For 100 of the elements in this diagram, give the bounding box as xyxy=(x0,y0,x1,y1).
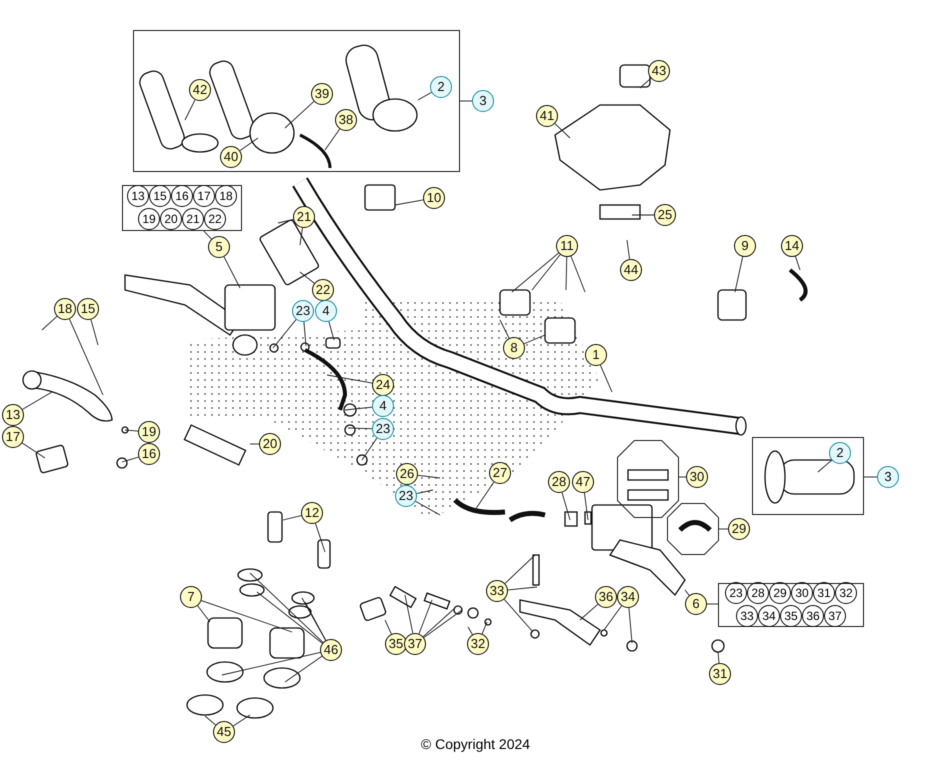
leader-line xyxy=(566,256,568,290)
leader-line xyxy=(416,490,434,494)
callout-number: 28 xyxy=(747,582,769,604)
leader-line xyxy=(284,101,314,128)
leader-line xyxy=(394,200,424,206)
inset-frame xyxy=(617,440,679,518)
leader-line xyxy=(818,460,832,472)
leader-line xyxy=(562,492,570,520)
leader-line xyxy=(42,316,58,330)
leader-line xyxy=(504,598,534,632)
callout-number: 6 xyxy=(685,593,707,615)
leader-line xyxy=(554,123,570,138)
leader-line xyxy=(300,272,315,284)
leader-line xyxy=(384,620,392,634)
callout-number: 44 xyxy=(620,259,642,281)
callout-number: 36 xyxy=(802,605,824,627)
leader-line xyxy=(184,99,196,120)
leader-line xyxy=(640,78,652,88)
callout-number: 17 xyxy=(193,185,215,207)
leader-line xyxy=(232,714,250,726)
callout-number: 23 xyxy=(725,582,747,604)
leader-line xyxy=(423,610,462,638)
leader-line xyxy=(524,334,546,344)
leader-line xyxy=(224,256,240,288)
callout-number: 46 xyxy=(320,639,342,661)
leader-line xyxy=(418,600,432,634)
leader-line xyxy=(508,586,538,590)
leader-line xyxy=(22,392,52,410)
leader-line xyxy=(504,554,536,584)
callout-number: 30 xyxy=(686,466,708,488)
leader-line xyxy=(580,604,598,620)
leader-line xyxy=(795,256,800,270)
leader-line xyxy=(272,319,297,348)
callout-number: 45 xyxy=(213,721,235,743)
leader-line xyxy=(304,602,326,641)
leader-line xyxy=(22,442,46,458)
callout-number: 37 xyxy=(824,605,846,627)
leader-line xyxy=(240,138,258,152)
callout-number: 29 xyxy=(769,582,791,604)
leader-line xyxy=(626,240,630,260)
leader-line xyxy=(256,592,323,644)
callout-number: 32 xyxy=(467,633,489,655)
leader-line xyxy=(302,598,326,641)
callout-number: 22 xyxy=(312,279,334,301)
callout-number: 28 xyxy=(548,471,570,493)
leader-line xyxy=(69,318,104,396)
leader-line xyxy=(417,474,440,478)
leader-line xyxy=(468,626,473,635)
parts-kit-box xyxy=(122,185,242,231)
callout-number: 30 xyxy=(791,582,813,604)
callout-number: 25 xyxy=(654,204,676,226)
leader-line xyxy=(304,322,306,346)
callout-number: 15 xyxy=(77,298,99,320)
callout-number: 17 xyxy=(2,426,24,448)
leader-line xyxy=(632,214,654,216)
leader-line xyxy=(300,227,303,246)
parts-kit-box xyxy=(718,583,864,627)
leader-line xyxy=(604,605,622,630)
inset-frame xyxy=(133,30,460,172)
callout-number: 3 xyxy=(877,466,899,488)
leader-line xyxy=(282,515,302,520)
leader-line xyxy=(204,716,216,726)
leader-line xyxy=(90,319,98,346)
copyright-note: © Copyright 2024 xyxy=(420,736,530,752)
callout-number: 5 xyxy=(208,236,230,258)
callout-number: 11 xyxy=(556,235,578,257)
leader-line xyxy=(482,622,488,634)
callout-number: 21 xyxy=(293,206,315,228)
callout-number: 32 xyxy=(835,582,857,604)
callout-number: 3 xyxy=(472,90,494,112)
callout-number: 15 xyxy=(149,185,171,207)
leader-line xyxy=(718,652,720,664)
callout-number: 34 xyxy=(758,605,780,627)
callout-number: 14 xyxy=(781,235,803,257)
leader-line xyxy=(250,572,324,643)
callout-number: 4 xyxy=(315,300,337,322)
callout-number: 37 xyxy=(404,633,426,655)
leader-line xyxy=(197,605,210,622)
callout-number: 29 xyxy=(728,518,750,540)
callout-number: 13 xyxy=(2,404,24,426)
leader-line xyxy=(718,528,728,530)
callout-number: 35 xyxy=(780,605,802,627)
callout-number: 10 xyxy=(423,187,445,209)
leader-line xyxy=(284,656,322,682)
callout-number: 33 xyxy=(736,605,758,627)
callout-number: 41 xyxy=(536,105,558,127)
callout-number: 9 xyxy=(734,235,756,257)
callout-number: 39 xyxy=(311,83,333,105)
inset-frame xyxy=(667,503,719,555)
callout-number: 7 xyxy=(180,586,202,608)
leader-line xyxy=(734,256,744,292)
callout-number: 19 xyxy=(138,208,160,230)
leader-line xyxy=(418,92,432,100)
leader-line xyxy=(570,256,586,292)
leader-line xyxy=(124,430,138,432)
leader-line xyxy=(324,128,340,150)
leader-line xyxy=(684,590,690,596)
leader-line xyxy=(203,230,212,240)
callout-number: 38 xyxy=(335,109,357,131)
callout-number: 35 xyxy=(385,633,407,655)
